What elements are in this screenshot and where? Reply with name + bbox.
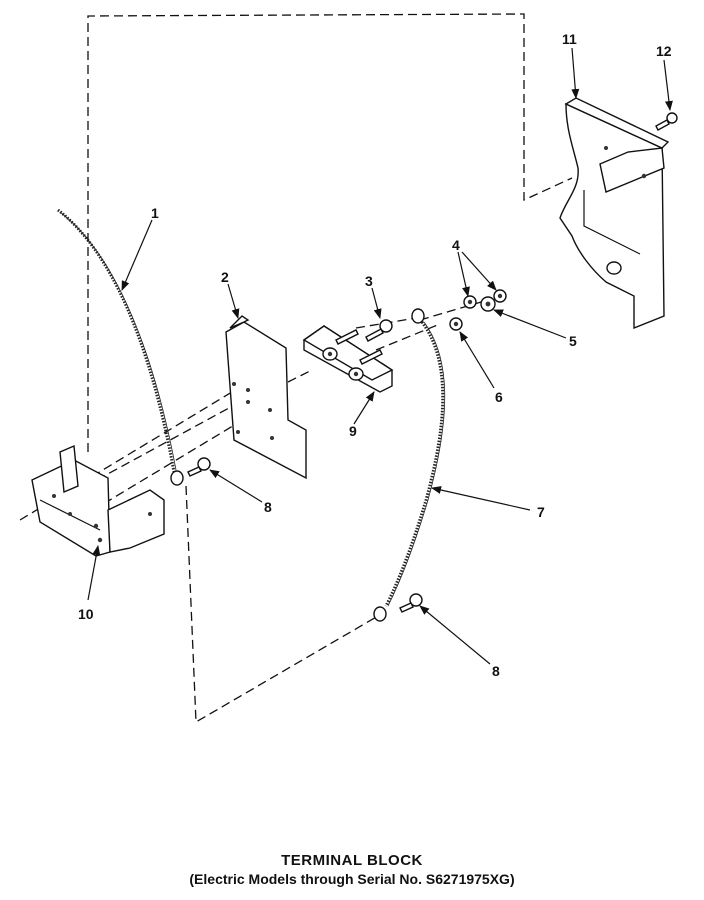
mounting-panel-flange: [564, 97, 670, 149]
terminal-block-terminal-2-center: [353, 371, 359, 377]
mounting-plate-hole-3: [246, 400, 250, 404]
screw-right-shank: [399, 602, 414, 613]
mounting-plate-hole-5: [236, 430, 240, 434]
assembly-line-top-loop: [87, 13, 573, 452]
callout-2: 2: [221, 269, 229, 285]
leader-5: [493, 309, 567, 339]
callout-5: 5: [569, 333, 577, 349]
bracket-hole-3: [93, 523, 99, 529]
diagram-subtitle: (Electric Models through Serial No. S627…: [189, 871, 515, 887]
screw-block: [365, 319, 393, 342]
leader-9: [353, 391, 375, 425]
bracket-hole-2: [68, 512, 72, 516]
bracket-hole-1: [52, 494, 56, 498]
screw-panel: [655, 112, 678, 131]
bracket-side-flange: [107, 489, 165, 553]
callout-9: 9: [349, 423, 357, 439]
bracket: [31, 444, 165, 557]
terminal-block-stud-1: [335, 329, 359, 345]
screw-left-head: [197, 457, 211, 471]
wire-lead-right-edge: [387, 321, 446, 607]
mounting-plate-hole-6: [270, 436, 274, 440]
leader-4b: [461, 251, 497, 291]
mounting-plate-top-flange: [229, 315, 250, 329]
callout-4: 4: [452, 237, 460, 253]
leader-12: [663, 59, 673, 111]
flat-washer-center: [485, 301, 491, 307]
mounting-plate: [225, 315, 307, 480]
leader-3: [371, 287, 382, 319]
mounting-panel-cutout: [583, 190, 641, 255]
mounting-panel-rivet: [641, 173, 647, 179]
bracket-hole-4: [97, 537, 103, 543]
screw-left: [187, 457, 211, 477]
callout-12: 12: [656, 43, 672, 59]
callout-7: 7: [537, 504, 545, 520]
screw-right: [399, 593, 423, 613]
leader-8b: [419, 605, 491, 665]
mounting-plate-hole-2: [246, 388, 250, 392]
diagram-title: TERMINAL BLOCK: [281, 852, 423, 869]
mounting-plate-hole-4: [268, 408, 272, 412]
leader-6: [459, 331, 495, 389]
terminal-block-terminal-1-center: [327, 351, 333, 357]
wire-lead-left-terminal: [170, 470, 184, 486]
screw-block-shank: [365, 328, 384, 342]
mounting-panel-tab: [599, 147, 665, 193]
callout-1: 1: [151, 205, 159, 221]
assembly-line-plate-block: [287, 369, 313, 383]
assembly-line-block-stud-2: [375, 323, 441, 351]
leader-11: [571, 47, 580, 99]
screw-right-head: [409, 593, 423, 607]
callout-6: 6: [495, 389, 503, 405]
wire-lead-right: [373, 308, 446, 622]
leader-4a: [457, 251, 470, 297]
mounting-plate-body: [225, 321, 307, 480]
assembly-line-bottom-loop: [185, 485, 379, 724]
hardware-nuts-washers: [449, 289, 507, 331]
leader-2: [227, 283, 240, 319]
leader-8a: [209, 469, 263, 503]
terminal-block-stud-2: [359, 349, 383, 365]
callout-11: 11: [562, 31, 577, 47]
wire-lead-left-body: [57, 208, 176, 473]
terminal-block: [302, 325, 394, 393]
screw-panel-head: [666, 112, 678, 124]
mounting-panel-hole: [606, 261, 622, 275]
mounting-plate-hole-1: [232, 382, 236, 386]
leader-7: [431, 486, 531, 511]
wire-lead-left-edge: [59, 211, 177, 471]
callout-labels: 1 2 3 4 5 6 7 8 8 9 10 11 12: [78, 31, 672, 679]
callout-8-left: 8: [264, 499, 272, 515]
terminal-block-top: [302, 325, 394, 381]
leader-1: [121, 219, 153, 291]
assembly-line-washers: [419, 299, 489, 321]
mounting-panel-rivet-2: [604, 146, 608, 150]
wire-lead-right-terminal-bottom: [373, 606, 387, 622]
bracket-upright: [59, 444, 79, 494]
lock-washer-center: [453, 321, 459, 327]
wire-lead-right-body: [384, 321, 445, 607]
leader-lines: [87, 47, 673, 665]
screw-panel-shank: [655, 119, 670, 131]
mounting-panel: [559, 97, 670, 330]
callout-8-right: 8: [492, 663, 500, 679]
bracket-hole-5: [148, 512, 152, 516]
screw-left-shank: [187, 466, 202, 477]
wire-lead-right-terminal-top: [411, 308, 425, 324]
nut-1-center: [467, 299, 473, 305]
nut-2-center: [497, 293, 503, 299]
assembly-lines: [19, 13, 573, 724]
screw-block-head: [379, 319, 393, 333]
wire-lead-left: [57, 208, 184, 486]
leader-10: [87, 545, 101, 601]
callout-10: 10: [78, 606, 94, 622]
callout-3: 3: [365, 273, 373, 289]
